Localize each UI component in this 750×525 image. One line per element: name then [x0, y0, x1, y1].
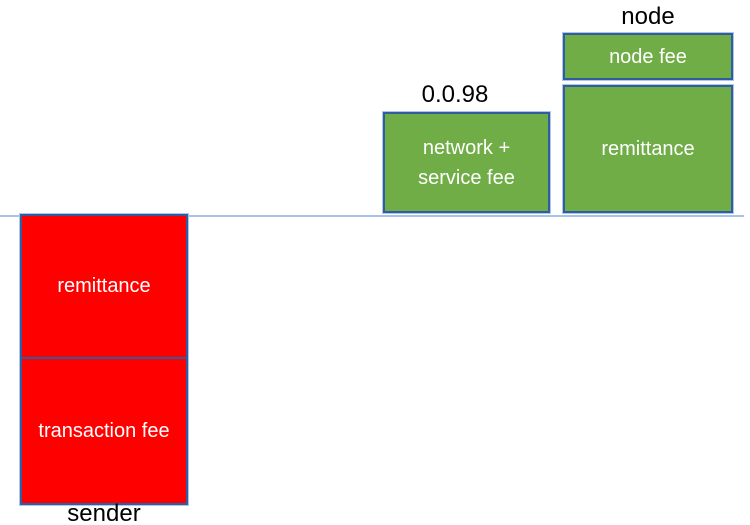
network-service-fee-block: network + service fee — [382, 111, 551, 214]
node-remittance-block: remittance — [562, 84, 734, 214]
network-service-fee-label: network + service fee — [418, 136, 515, 189]
baseline-divider — [0, 215, 744, 217]
node-fee-block: node fee — [562, 32, 734, 81]
sender-transaction-fee-block: transaction fee — [22, 357, 186, 503]
sender-remittance-label: remittance — [57, 275, 151, 297]
network-fee-value: 0.0.98 — [421, 81, 489, 108]
sender-transaction-fee-label: transaction fee — [38, 419, 170, 442]
node-fee-label: node fee — [609, 45, 687, 68]
node-remittance-label: remittance — [601, 138, 695, 160]
sender-remittance-block: remittance — [22, 216, 186, 357]
sender-stack: remittance transaction fee — [19, 213, 189, 506]
node-caption: node — [621, 3, 675, 30]
sender-caption: sender — [67, 500, 141, 525]
